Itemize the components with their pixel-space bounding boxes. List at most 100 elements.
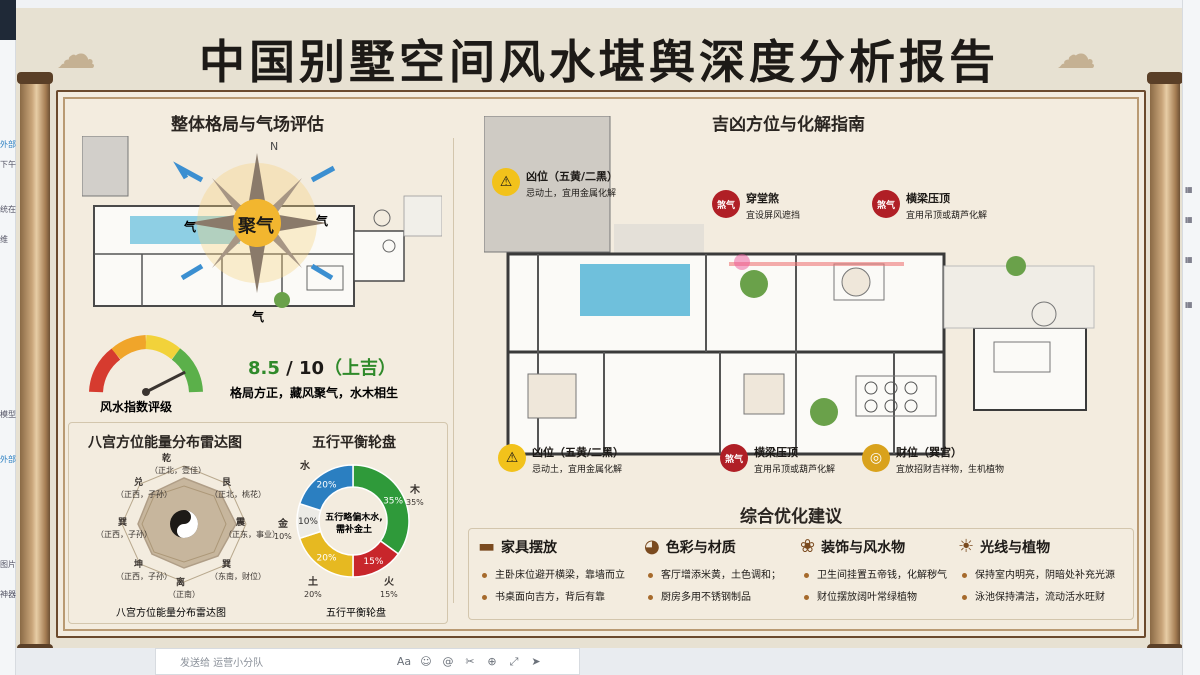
wuxing-center-line: 需补金土 — [335, 525, 372, 535]
marker-title: 横梁压顶 — [906, 192, 950, 205]
add-icon[interactable]: ⊕ — [487, 655, 497, 668]
advice-heading: 装饰与风水物 — [821, 539, 906, 556]
wuxing-slice-label: 10% — [298, 517, 318, 527]
bagua-point: 巽 — [118, 518, 128, 528]
advice-item: 保持室内明亮，阴暗处补充光源 — [962, 566, 1115, 581]
bagua-point-sub: （正北，壹佳） — [150, 466, 206, 475]
file-thumb[interactable]: ▦ — [1185, 300, 1193, 309]
bagua-point-sub: （正南） — [168, 590, 200, 599]
advice-heading: 色彩与材质 — [665, 539, 736, 556]
bagua-radar-title: 八宫方位能量分布雷达图 — [88, 435, 242, 451]
marker-title: 凶位（五黄/二黑） — [526, 170, 619, 183]
chat-sidebar-left: 外部 下午 统在 维 模型 外部 图片 神器 — [0, 0, 16, 675]
wuxing-center-note: 五行略偏木水, 需补金土 — [318, 512, 390, 536]
file-panel-right: ▦ ▦ ▦ ▦ — [1182, 0, 1200, 675]
marker-desc: 忌动土，宜用金属化解 — [532, 465, 623, 475]
advice-heading: 光线与植物 — [980, 539, 1051, 556]
wuxing-value-jin: 10% — [274, 532, 292, 541]
score-max: / 10 — [279, 358, 325, 379]
qi-label: 气 — [252, 310, 265, 324]
expand-icon[interactable]: ⤢ — [509, 654, 519, 668]
advice-item: 客厅增添米黄，土色调和； — [648, 566, 781, 581]
villa-floorplan — [484, 116, 1095, 456]
compass-north-label: N — [270, 140, 279, 153]
chat-input-bar[interactable]: 发送给 运营小分队 Aa ☺ @ ✂ ⊕ ⤢ ➤ — [155, 648, 580, 675]
qi-label: 气 — [184, 220, 197, 234]
advice-item: 卫生间挂置五帝钱，化解秽气 — [804, 566, 947, 581]
bagua-radar-caption: 八宫方位能量分布雷达图 — [116, 608, 226, 619]
wuxing-caption: 五行平衡轮盘 — [326, 608, 386, 619]
center-qi-badge: 聚气 — [238, 216, 274, 237]
mention-icon[interactable]: @ — [442, 655, 454, 668]
cloud-ornament-left: ☁ — [56, 32, 96, 78]
file-thumb[interactable]: ▦ — [1185, 215, 1193, 224]
advice-heading: 家具摆放 — [501, 539, 558, 556]
wuxing-slice-label: 20% — [317, 553, 337, 563]
gauge-label: 风水指数评级 — [100, 400, 173, 414]
overall-section-title: 整体格局与气场评估 — [171, 115, 324, 135]
score-description: 格局方正，藏风聚气，水木相生 — [230, 386, 399, 400]
sofa-icon: ▬ — [478, 536, 496, 557]
send-icon[interactable]: ➤ — [531, 655, 541, 668]
sidebar-fragment[interactable]: 外部 — [0, 140, 16, 149]
wuxing-donut-chart: 35%15%20%10%20% — [296, 464, 410, 578]
sidebar-fragment[interactable]: 神器 — [0, 590, 16, 599]
bagua-point-sub: （正西，子孙） — [116, 572, 172, 581]
column-divider — [453, 138, 454, 603]
marker-title: 凶位（五黄/二黑） — [532, 446, 625, 459]
score-line: 8.5 / 10（上吉） — [248, 354, 396, 380]
wuxing-label-tu: 土 — [308, 577, 318, 588]
score-value: 8.5 — [248, 358, 280, 379]
warning-icon: ⚠ — [498, 444, 526, 472]
wuxing-value-huo: 15% — [380, 590, 398, 599]
score-rating: （上吉） — [324, 358, 397, 379]
beam-marker-top: 煞气 横梁压顶宜用吊顶或葫芦化解 — [872, 190, 987, 221]
wuxing-label-mu: 木 — [410, 485, 420, 496]
sha-badge-icon: 煞气 — [712, 190, 740, 218]
advice-section-title: 综合优化建议 — [740, 507, 842, 527]
bagua-point: 乾 — [162, 454, 172, 464]
wuxing-title: 五行平衡轮盘 — [312, 435, 396, 451]
emoji-icon[interactable]: ☺ — [420, 655, 432, 668]
wealth-marker: ◎ 财位（巽宫）宜放招财吉祥物，生机植物 — [862, 444, 1004, 475]
file-thumb[interactable]: ▦ — [1185, 185, 1193, 194]
chat-input[interactable]: 发送给 运营小分队 — [180, 658, 264, 669]
scissors-icon[interactable]: ✂ — [465, 655, 475, 668]
window-topbar — [16, 0, 1182, 8]
chuantang-marker: 煞气 穿堂煞宜设屏风遮挡 — [712, 190, 800, 221]
advice-item: 厨房多用不锈钢制品 — [648, 588, 751, 603]
charts-panel — [68, 422, 448, 624]
sidebar-fragment[interactable]: 维 — [0, 235, 8, 244]
advice-item: 书桌面向吉方，背后有靠 — [482, 588, 605, 603]
wuxing-value-mu: 35% — [406, 498, 424, 507]
hazard-marker-bottom: ⚠ 凶位（五黄/二黑） 忌动土，宜用金属化解 — [498, 444, 624, 475]
qi-label: 气 — [316, 214, 329, 228]
sun-icon: ☀ — [958, 536, 975, 557]
bagua-radar-chart — [121, 465, 247, 583]
sidebar-fragment[interactable]: 图片 — [0, 560, 16, 569]
font-format-icon[interactable]: Aa — [396, 655, 412, 668]
bagua-point: 艮 — [222, 478, 232, 488]
wuxing-label-huo: 火 — [384, 577, 394, 588]
fortune-section-title: 吉凶方位与化解指南 — [712, 115, 865, 135]
file-thumb[interactable]: ▦ — [1185, 255, 1193, 264]
wuxing-label-shui: 水 — [300, 461, 310, 472]
sidebar-fragment[interactable]: 下午 — [0, 160, 16, 169]
sidebar-fragment[interactable]: 外部 — [0, 455, 16, 464]
sha-badge-icon: 煞气 — [720, 444, 748, 472]
report-title: 中国别墅空间风水堪舆深度分析报告 — [199, 35, 999, 89]
wuxing-value-tu: 20% — [304, 590, 322, 599]
wuxing-slice-label: 15% — [363, 557, 383, 567]
scroll-rod-left — [17, 72, 53, 648]
sidebar-fragment[interactable]: 统在 — [0, 205, 16, 214]
wuxing-label-jin: 金 — [278, 519, 288, 530]
palette-icon: ◕ — [644, 536, 660, 557]
advice-panel — [468, 528, 1134, 620]
advice-item: 财位摆放阔叶常绿植物 — [804, 588, 917, 603]
sidebar-fragment[interactable]: 模型 — [0, 410, 16, 419]
bagua-point: 震 — [236, 518, 246, 528]
advice-group-furniture: ▬ 家具摆放 — [478, 536, 557, 557]
coin-icon: ◎ — [862, 444, 890, 472]
bagua-point-sub: （正西，子孙） — [116, 490, 172, 499]
wuxing-center-line: 五行略偏木水, — [325, 513, 383, 523]
